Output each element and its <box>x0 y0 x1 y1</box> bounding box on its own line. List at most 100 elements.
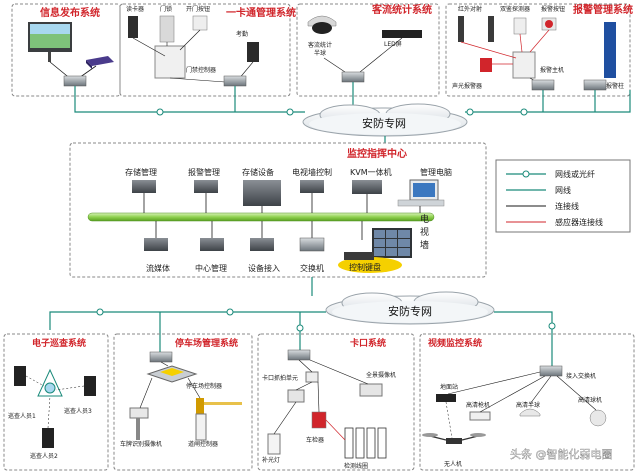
streaming-label: 流媒体 <box>146 263 170 273</box>
attendance-terminal-icon <box>247 42 259 62</box>
led-label: LED屏 <box>384 41 402 48</box>
video-title: 视频监控系统 <box>428 337 482 349</box>
door-lock-icon <box>159 15 175 43</box>
patrol-person-3: 巡查人员3 <box>64 407 92 415</box>
legend-item-fiber: 网线或光纤 <box>555 169 595 179</box>
keyboard-highlight <box>338 257 402 273</box>
fill-light-icon <box>267 433 281 455</box>
patrol-person-1: 巡查人员1 <box>8 412 36 420</box>
alarm-title: 报警管理系统 <box>573 3 633 16</box>
keyboard-icon <box>344 252 374 260</box>
fiber-marker-icon <box>466 108 474 116</box>
alarm-post-icon <box>604 22 616 78</box>
alarm-box <box>445 3 631 97</box>
parking-controller-label: 停车场控制器 <box>186 382 222 390</box>
ir-label: 红外对射 <box>458 5 482 13</box>
display-screen-icon <box>28 22 72 62</box>
cloud-bottom-label: 安防专网 <box>388 304 432 318</box>
patrol-title: 电子巡查系统 <box>32 337 86 349</box>
bullet-camera-icon <box>469 411 491 421</box>
capture-unit-label: 卡口抓拍单元 <box>262 374 298 382</box>
access-switch-icon <box>539 365 563 377</box>
network-bus <box>87 212 435 222</box>
gate-controller-icon <box>195 413 207 441</box>
patrol-person-2: 巡查人员2 <box>30 452 58 460</box>
tv-wall-label: 电视墙 <box>420 213 429 251</box>
checkpoint-title: 卡口系统 <box>350 337 386 349</box>
storage-array-icon <box>243 180 281 206</box>
dome-half-label: 高清半球 <box>516 401 540 409</box>
fiber-marker-icon <box>286 108 294 116</box>
detection-coil-icon <box>344 427 387 459</box>
core-switch-icon <box>299 237 325 252</box>
ground-station-icon <box>436 394 456 402</box>
server-icon <box>144 238 168 251</box>
barrier-gate-icon <box>196 398 204 418</box>
tv-wall-icon <box>372 228 412 258</box>
switch-icon <box>341 71 365 83</box>
fiber-marker-icon <box>520 108 528 116</box>
video-box <box>419 333 635 471</box>
ir-beam-right-icon <box>488 16 494 42</box>
drone-label: 无人机 <box>444 460 462 468</box>
kvm-icon <box>352 180 382 194</box>
siren-label: 声光报警器 <box>452 82 482 90</box>
storage-mgmt-label: 存储管理 <box>125 167 157 177</box>
security-network-cloud-bottom <box>325 291 495 325</box>
open-button-icon <box>192 15 208 31</box>
lpr-post-icon <box>136 418 140 440</box>
alarm-host-icon <box>512 51 536 79</box>
server-icon <box>300 180 324 193</box>
button-label: 报警按钮 <box>541 5 565 13</box>
door-controller-icon <box>154 45 186 79</box>
alarm-mgmt-label: 报警管理 <box>188 167 220 177</box>
dome-half-icon <box>519 408 541 417</box>
lpr-label: 车牌识别摄像机 <box>120 440 162 448</box>
gate-label: 道闸控制器 <box>188 440 218 448</box>
dome-ball-label: 高清球机 <box>578 396 602 404</box>
access-switch-label: 接入交换机 <box>566 372 596 380</box>
info-release-box <box>11 3 121 97</box>
info-release-title: 信息发布系统 <box>40 6 100 19</box>
fiber-marker-icon <box>226 308 234 316</box>
fiber-marker-icon <box>548 322 556 330</box>
central-mgmt-label: 中心管理 <box>195 263 227 273</box>
server-icon <box>194 180 218 193</box>
legend-item-connector: 连接线 <box>555 201 579 211</box>
parking-box <box>113 333 253 471</box>
parking-controller-icon <box>146 365 198 383</box>
detector-label: 车检器 <box>306 436 324 444</box>
wall-ctrl-label: 电视墙控制 <box>292 167 332 177</box>
alarm-post-label: 报警柱 <box>606 82 624 90</box>
ground-station-label: 地面站 <box>440 383 458 391</box>
legend-item-sensor: 感应器连接线 <box>555 217 603 227</box>
barrier-arm-icon <box>204 402 242 405</box>
door-controller-label: 门禁控制器 <box>186 66 216 74</box>
switch-icon <box>149 351 173 363</box>
attendance-label: 考勤 <box>236 30 248 38</box>
reader-label: 读卡器 <box>126 5 144 13</box>
panorama-camera-icon <box>359 383 383 397</box>
door-lock-label: 门锁 <box>160 5 172 13</box>
legend <box>495 159 631 233</box>
fiber-marker-icon <box>156 108 164 116</box>
ir-beam-left-icon <box>458 16 464 42</box>
dual-detector-icon <box>513 17 527 35</box>
device-access-label: 设备接入 <box>248 263 280 273</box>
center-box <box>69 142 487 278</box>
fiber-marker-icon <box>522 170 530 178</box>
access-box <box>119 3 291 97</box>
server-icon <box>200 238 224 251</box>
parking-title: 停车场管理系统 <box>175 337 238 349</box>
patrol-handheld-icon <box>84 376 96 396</box>
switch-icon <box>287 349 311 361</box>
capture-camera-icon <box>287 389 305 403</box>
patrol-handheld-icon <box>42 428 54 448</box>
led-screen-icon <box>382 30 422 38</box>
legend-item-cable: 网线 <box>555 185 571 195</box>
passenger-title: 客流统计系统 <box>371 3 432 16</box>
card-reader-icon <box>128 16 138 38</box>
dual-label: 双鉴探测器 <box>500 5 530 13</box>
center-title: 监控指挥中心 <box>347 147 407 160</box>
